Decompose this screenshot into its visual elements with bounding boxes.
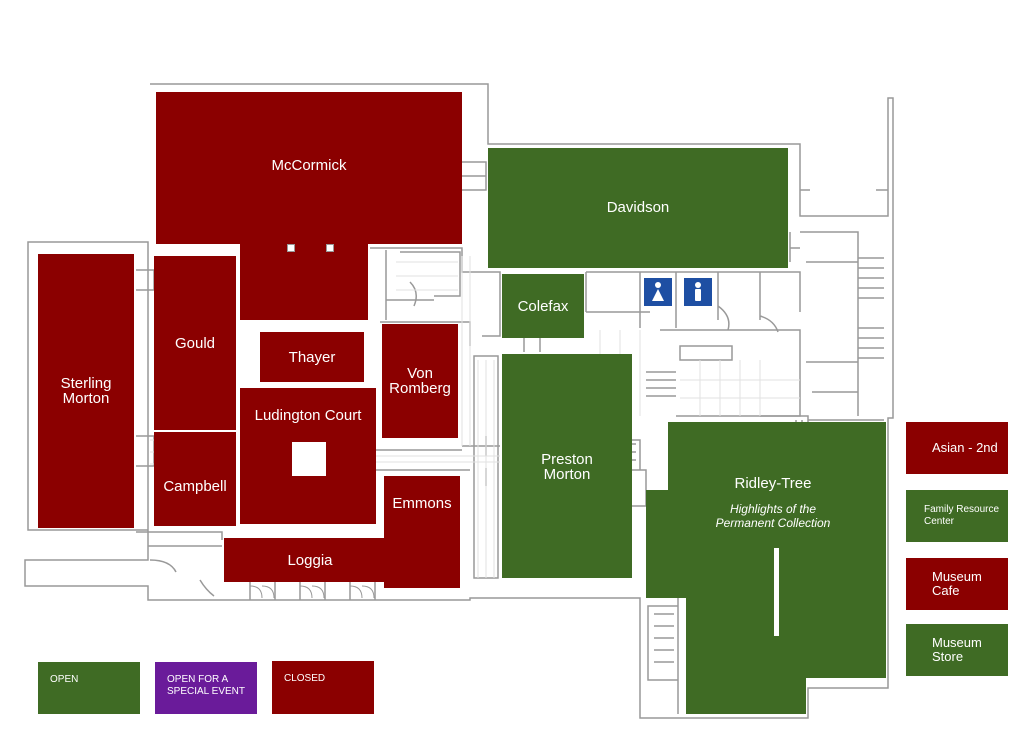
side-item-asian[interactable]: Asian - 2nd bbox=[906, 422, 1008, 474]
room-campbell[interactable]: Campbell bbox=[154, 432, 236, 526]
legend-closed-label: CLOSED bbox=[284, 673, 326, 684]
room-mccormick[interactable]: McCormick bbox=[156, 92, 462, 244]
room-von-romberg-label-line2: Romberg bbox=[389, 380, 451, 397]
legend-open: OPEN bbox=[38, 662, 140, 714]
women-restroom-icon bbox=[684, 278, 712, 306]
room-emmons[interactable]: Emmons bbox=[384, 476, 460, 588]
room-ludington-court[interactable]: Ludington Court bbox=[240, 388, 376, 524]
column-marker bbox=[287, 244, 295, 252]
room-colefax[interactable]: Colefax bbox=[502, 274, 584, 338]
side-item-asian-label: Asian - 2nd bbox=[932, 440, 998, 455]
side-item-museum-cafe[interactable]: Museum Cafe bbox=[906, 558, 1008, 610]
room-mccormick-annex[interactable] bbox=[240, 244, 368, 320]
corner-bits bbox=[149, 189, 888, 597]
legend-special-label-line1: OPEN FOR A bbox=[167, 674, 229, 685]
room-preston-morton-label-line1: Preston bbox=[541, 451, 593, 468]
side-item-store-label-line1: Museum bbox=[932, 635, 982, 650]
column-marker bbox=[326, 244, 334, 252]
room-emmons-label: Emmons bbox=[392, 495, 452, 512]
building-outline bbox=[24, 83, 894, 719]
room-loggia-label: Loggia bbox=[287, 551, 333, 569]
room-davidson[interactable]: Davidson bbox=[488, 148, 788, 268]
legend-closed: CLOSED bbox=[272, 661, 374, 714]
room-von-romberg-label-line1: Von bbox=[407, 365, 433, 382]
side-item-cafe-label-line1: Museum bbox=[932, 569, 982, 584]
legend-special-label-line2: SPECIAL EVENT bbox=[167, 686, 245, 697]
side-item-museum-store[interactable]: Museum Store bbox=[906, 624, 1008, 676]
room-gould[interactable]: Gould bbox=[154, 256, 236, 430]
room-loggia[interactable]: Loggia bbox=[224, 538, 396, 582]
room-colefax-label: Colefax bbox=[517, 297, 569, 315]
room-thayer-label: Thayer bbox=[288, 348, 336, 366]
restroom-walls bbox=[585, 272, 779, 361]
room-von-romberg[interactable]: Von Romberg bbox=[382, 324, 458, 438]
door-swings bbox=[249, 585, 375, 599]
courtyard-opening bbox=[292, 442, 326, 476]
room-sterling-morton-label-line1: Sterling bbox=[60, 375, 112, 392]
room-davidson-label: Davidson bbox=[606, 198, 670, 216]
room-sterling-morton[interactable]: Sterling Morton bbox=[38, 254, 134, 528]
room-ridley-tree-subtitle-line1: Highlights of the bbox=[729, 502, 817, 516]
room-campbell-label: Campbell bbox=[163, 477, 227, 495]
side-item-family-resource-center[interactable]: Family Resource Center bbox=[906, 490, 1008, 542]
side-item-family-label-line2: Center bbox=[924, 516, 955, 527]
legend-special-event: OPEN FOR A SPECIAL EVENT bbox=[155, 662, 257, 714]
room-ludington-court-label: Ludington Court bbox=[254, 407, 362, 424]
side-item-family-label-line1: Family Resource bbox=[924, 504, 1000, 515]
room-ridley-tree-label: Ridley-Tree bbox=[734, 475, 812, 492]
side-item-store-label-line2: Store bbox=[932, 649, 964, 664]
legend-open-label: OPEN bbox=[50, 674, 79, 685]
room-preston-morton-label-line2: Morton bbox=[543, 466, 591, 483]
men-restroom-icon bbox=[644, 278, 672, 306]
room-mccormick-label: McCormick bbox=[271, 157, 347, 174]
side-item-cafe-label-line2: Cafe bbox=[932, 583, 960, 598]
room-ridley-tree-subtitle-line2: Permanent Collection bbox=[715, 516, 831, 530]
room-thayer[interactable]: Thayer bbox=[260, 332, 364, 382]
partition-wall bbox=[774, 548, 779, 636]
room-sterling-morton-label-line2: Morton bbox=[62, 390, 110, 407]
room-ridley-tree-shape bbox=[646, 422, 886, 714]
room-gould-label: Gould bbox=[174, 334, 216, 352]
room-preston-morton[interactable]: Preston Morton bbox=[502, 354, 632, 578]
